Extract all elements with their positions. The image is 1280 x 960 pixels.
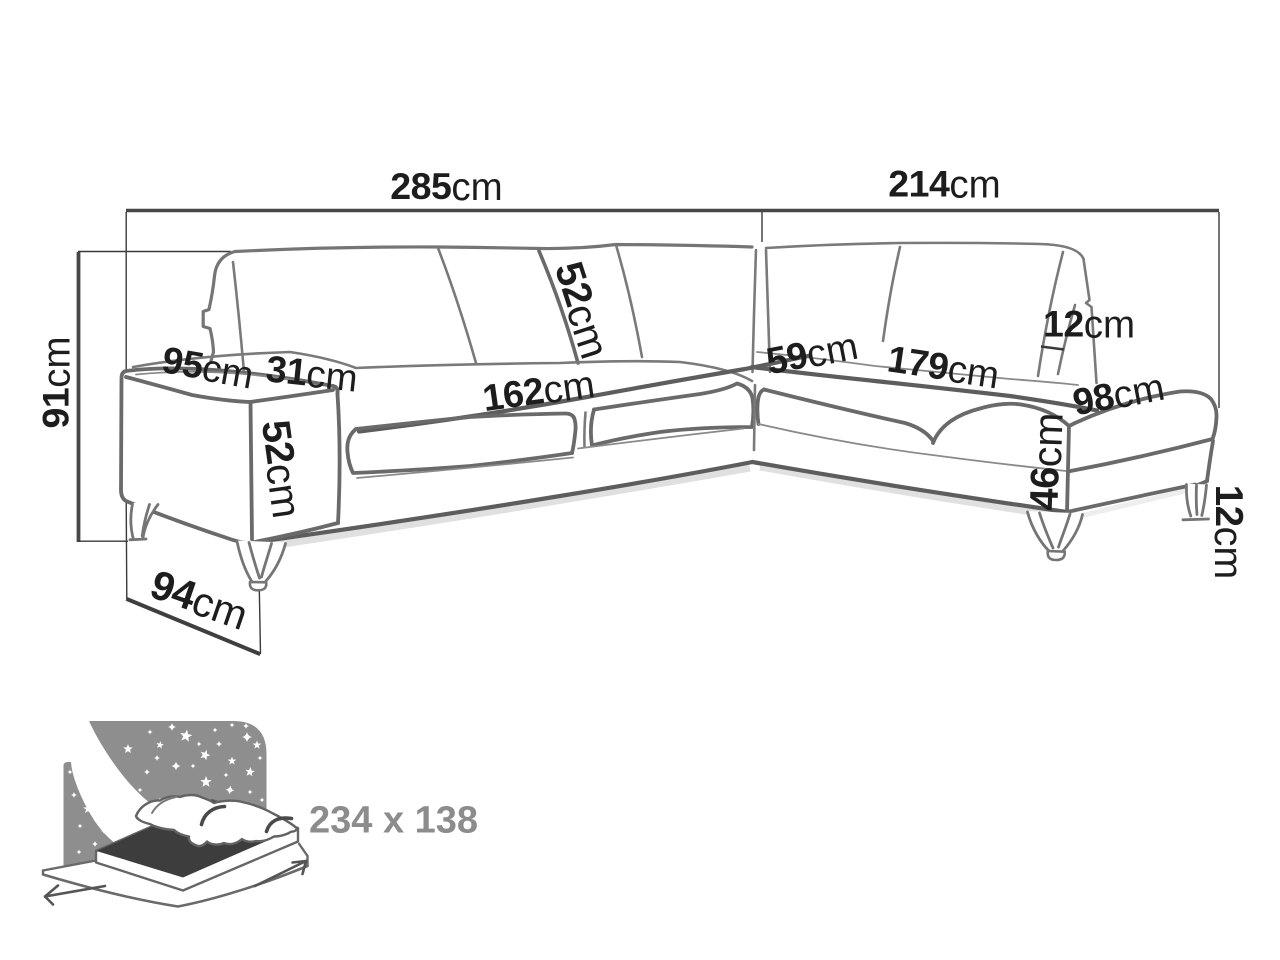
svg-text:98cm: 98cm (1069, 365, 1168, 425)
svg-text:12cm: 12cm (1206, 485, 1251, 579)
svg-text:52cm: 52cm (251, 417, 310, 521)
svg-text:91cm: 91cm (35, 336, 79, 428)
svg-text:234 x 138: 234 x 138 (309, 800, 478, 842)
svg-text:285cm: 285cm (390, 165, 502, 209)
svg-text:179cm: 179cm (885, 337, 1003, 397)
svg-text:46cm: 46cm (1022, 412, 1071, 512)
svg-text:31cm: 31cm (264, 347, 360, 400)
svg-text:95cm: 95cm (159, 338, 257, 397)
svg-text:214cm: 214cm (888, 163, 1000, 207)
svg-text:59cm: 59cm (763, 324, 862, 384)
svg-text:162cm: 162cm (480, 362, 597, 421)
svg-text:12cm: 12cm (1043, 303, 1135, 347)
